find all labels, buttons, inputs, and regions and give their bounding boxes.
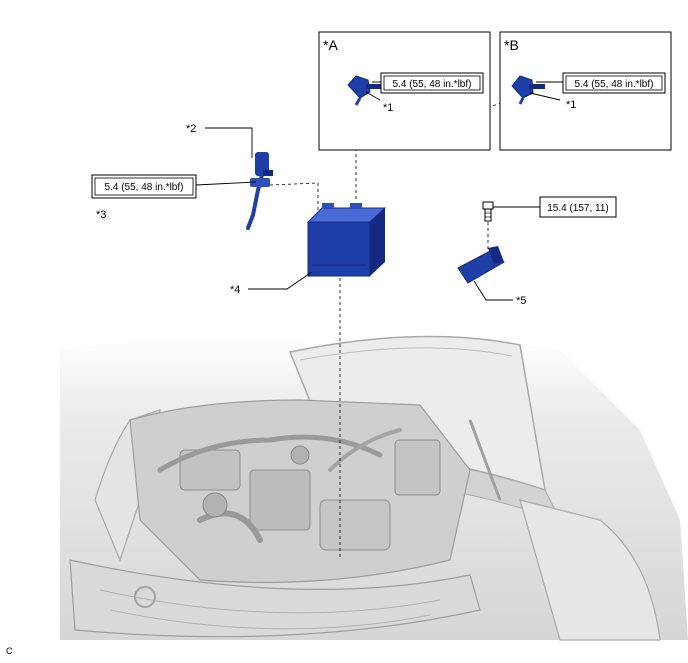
detail-panel-b: *B 5.4 (55, 48 in.*lbf) *1 xyxy=(499,31,672,151)
leader-lines xyxy=(195,127,540,301)
hold-down-clamp-part xyxy=(457,246,505,284)
panel-a-callout: *1 xyxy=(383,102,393,114)
callout-2: *2 xyxy=(186,123,196,135)
panel-b-callout: *1 xyxy=(566,99,576,111)
battery-part xyxy=(306,203,387,277)
callout-3: *3 xyxy=(96,209,106,221)
bolt-part xyxy=(482,201,494,222)
panel-a-terminal-part xyxy=(347,75,382,106)
detail-panel-a: *A 5.4 (55, 48 in.*lbf) *1 xyxy=(318,31,491,151)
terminal-torque-spec: 5.4 (55, 48 in.*lbf) xyxy=(105,182,184,193)
vehicle-engine-bay-illustration xyxy=(60,335,688,641)
bolt-torque-box: 15.4 (157, 11) xyxy=(539,196,617,218)
illustration-code: C xyxy=(6,646,13,656)
bolt-torque-spec: 15.4 (157, 11) xyxy=(547,203,609,214)
panel-b-terminal-part xyxy=(511,75,545,105)
terminal-torque-box: 5.4 (55, 48 in.*lbf) xyxy=(91,174,197,199)
panel-b-label: *B xyxy=(504,37,519,53)
callout-4: *4 xyxy=(230,284,240,296)
panel-a-label: *A xyxy=(323,37,338,53)
cable-terminal-part xyxy=(246,152,273,230)
callout-5: *5 xyxy=(516,295,526,307)
panel-a-torque-spec: 5.4 (55, 48 in.*lbf) xyxy=(393,79,472,90)
panel-b-torque-spec: 5.4 (55, 48 in.*lbf) xyxy=(575,79,654,90)
